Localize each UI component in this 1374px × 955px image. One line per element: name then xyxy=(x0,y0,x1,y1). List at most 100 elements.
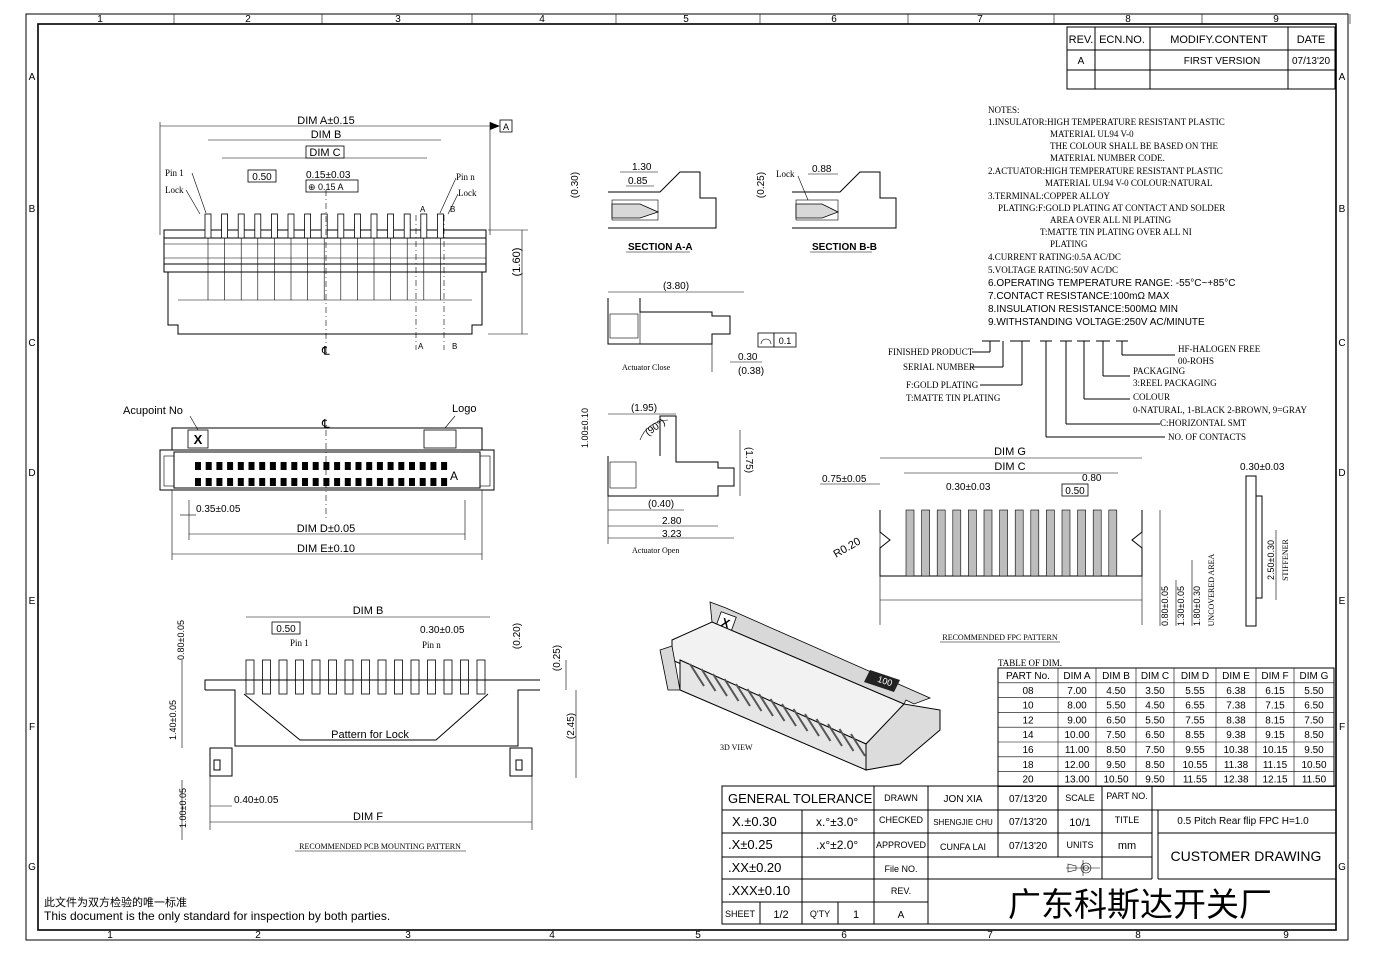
top-view-pin xyxy=(304,213,312,239)
code-packaging: PACKAGING xyxy=(1133,366,1186,376)
front-slot-upper xyxy=(302,462,308,470)
note-line: MATERIAL UL94 V-0 COLOUR:NATURAL xyxy=(1045,178,1212,188)
dim-table-header: DIM C xyxy=(1141,671,1169,682)
pcb-pad xyxy=(311,659,321,695)
note-line: MATERIAL UL94 V-0 xyxy=(1050,129,1134,139)
top-view-pin xyxy=(221,213,229,239)
section-mark-a: A xyxy=(420,205,426,214)
footer-en: This document is the only standard for i… xyxy=(44,909,390,923)
zone-number-top: 6 xyxy=(831,14,837,25)
code-smt: C:HORIZONTAL SMT xyxy=(1160,418,1247,428)
dim-table-cell: 8.50 xyxy=(1145,760,1165,771)
front-slot-upper xyxy=(216,462,223,470)
fpc-finger xyxy=(1077,509,1086,577)
3d-view-label: 3D VIEW xyxy=(720,743,753,752)
bb-caption: SECTION B-B xyxy=(812,242,877,253)
dim-table-cell: 8.55 xyxy=(1185,730,1205,741)
fpc-v250: 2.50±0.30 xyxy=(1266,540,1276,580)
bb-088: 0.88 xyxy=(812,164,832,175)
dim-table-cell: 5.50 xyxy=(1145,715,1165,726)
dim-table-cell: 9.55 xyxy=(1185,745,1205,756)
sheet-label: SHEET xyxy=(725,909,756,919)
front-slot-upper xyxy=(205,462,212,470)
zone-letter-left: C xyxy=(28,338,35,349)
ecn-header: ECN.NO. xyxy=(1099,34,1145,46)
zone-number-top: 3 xyxy=(395,14,401,25)
title-label: TITLE xyxy=(1115,815,1140,825)
top-view-pin xyxy=(353,213,361,239)
dim-table-cell: 9.15 xyxy=(1265,730,1285,741)
zone-letter-left: A xyxy=(29,72,36,83)
dim-table-cell: 12.38 xyxy=(1223,775,1248,786)
pcb-pad-width: 0.30±0.05 xyxy=(420,625,465,636)
pcb-pad xyxy=(361,659,370,695)
dim-table-cell: 7.50 xyxy=(1145,745,1165,756)
3d-logo: 100 xyxy=(876,674,893,688)
fpc-finger xyxy=(905,509,915,577)
zone-letter-left: F xyxy=(29,722,35,733)
dim-table-cell: 18 xyxy=(1022,760,1034,771)
dim-table-cell: 16 xyxy=(1022,745,1034,756)
dim-table-cell: 10.38 xyxy=(1223,745,1248,756)
dim-table-header: DIM G xyxy=(1300,671,1329,682)
pin-width-label: 0.15±0.03 xyxy=(306,170,351,181)
fpc-uncovered: UNCOVERED AREA xyxy=(1207,553,1216,626)
dim-table-cell: 7.00 xyxy=(1067,686,1087,697)
scale-value: 10/1 xyxy=(1069,817,1090,829)
top-view-pin xyxy=(387,213,395,239)
ang-tol-1: .x°±2.0° xyxy=(816,838,858,852)
code-tin: T:MATTE TIN PLATING xyxy=(906,393,1001,403)
close-030: 0.30 xyxy=(738,352,758,363)
front-slot-lower xyxy=(248,478,255,486)
drawn-date: 07/13'20 xyxy=(1009,794,1047,805)
close-038: (0.38) xyxy=(738,366,764,377)
zone-letter-right: G xyxy=(1338,862,1346,873)
actuator-close-view: (3.80) 0.1 0.30 (0.38) Actuator Close xyxy=(607,281,797,377)
zone-number-bottom: 8 xyxy=(1135,930,1141,941)
fpc-finger xyxy=(921,509,930,577)
note-line: 5.VOLTAGE RATING:50V AC/DC xyxy=(988,265,1118,275)
3d-pin xyxy=(838,728,855,752)
outer-frame xyxy=(25,13,1349,941)
front-slot-upper xyxy=(430,462,437,470)
dim-table-cell: 5.55 xyxy=(1185,686,1205,697)
dim-table-cell: 10.50 xyxy=(1301,760,1326,771)
dim-table-cell: 8.15 xyxy=(1265,715,1285,726)
bb-lock: Lock xyxy=(776,169,795,179)
front-slot-lower xyxy=(398,478,405,486)
tol-x2: .XX±0.20 xyxy=(728,860,781,875)
3d-pin xyxy=(758,693,774,717)
zone-number-top: 7 xyxy=(977,14,983,25)
front-slot-upper xyxy=(291,462,298,470)
zone-number-top: 8 xyxy=(1125,14,1131,25)
modify-value: FIRST VERSION xyxy=(1184,56,1261,67)
front-slot-lower xyxy=(216,478,223,486)
pcb-pad xyxy=(443,659,453,695)
front-slot-upper xyxy=(269,462,276,470)
dim-table-cell: 10.00 xyxy=(1064,730,1089,741)
front-slot-lower xyxy=(387,478,394,486)
pin-n-label: Pin n xyxy=(456,172,475,182)
code-rohs: 00-ROHS xyxy=(1178,356,1214,366)
pcb-pad xyxy=(427,659,436,695)
approved-label: APPROVED xyxy=(876,840,927,850)
acupoint-label: Acupoint No xyxy=(123,405,183,417)
connector-front-view: Acupoint No Logo ℄ X A 0.35±0.05 DIM D±0… xyxy=(123,403,495,560)
note-line: 8.INSULATION RESISTANCE:500MΩ MIN xyxy=(988,304,1178,315)
open-280: 2.80 xyxy=(662,516,682,527)
zone-number-top: 4 xyxy=(539,14,545,25)
3d-pin xyxy=(781,703,797,727)
x-mark: X xyxy=(194,432,203,447)
zone-number-top: 2 xyxy=(245,14,251,25)
pcb-pad xyxy=(295,659,304,695)
fpc-caption: RECOMMENDED FPC PATTERN xyxy=(942,633,1058,642)
dim-d-label: DIM D±0.05 xyxy=(297,523,356,535)
pcb-pitch: 0.50 xyxy=(276,624,296,635)
section-a-a: 1.30 0.85 (0.30) SECTION A-A xyxy=(570,162,717,253)
front-slot-lower xyxy=(227,478,234,486)
dim-table-header: PART No. xyxy=(1006,671,1050,682)
connector-top-view: A DIM A±0.15 DIM B DIM C 0.50 0.15±0.03 … xyxy=(159,115,528,358)
dim-table-cell: 8.38 xyxy=(1226,715,1246,726)
zone-letter-left: B xyxy=(29,204,36,215)
note-line: 6.OPERATING TEMPERATURE RANGE: -55°C~+85… xyxy=(988,278,1236,289)
